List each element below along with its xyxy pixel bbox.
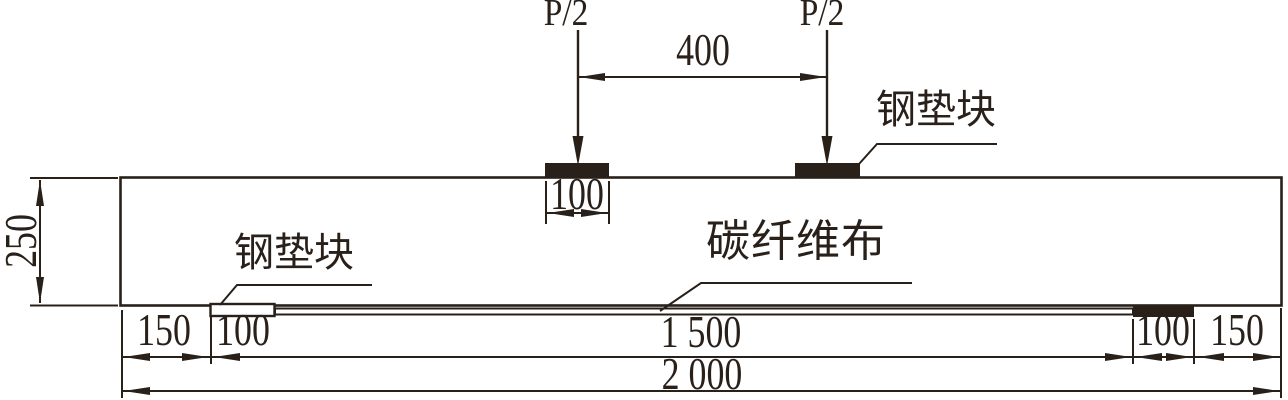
dim-400 <box>578 73 827 81</box>
load-label-right: P/2 <box>799 0 845 34</box>
leader-steel-pad-bottom <box>219 284 372 306</box>
anchor-pad-bottom-left <box>209 302 276 318</box>
dim-100-top <box>545 181 610 224</box>
steel-pad-label-bottom: 钢垫块 <box>234 230 354 275</box>
load-arrow-right <box>821 30 833 166</box>
dim-chain-bottom <box>121 308 1282 398</box>
dim-250 <box>30 177 118 307</box>
dim-label-150-right: 150 <box>1210 304 1264 355</box>
cfrp-sheet-label: 碳纤维布 <box>706 217 886 266</box>
dim-label-250: 250 <box>0 214 46 268</box>
dim-label-400: 400 <box>676 24 730 75</box>
dim-label-100-top: 100 <box>550 168 604 219</box>
steel-pad-label-top: 钢垫块 <box>876 87 996 132</box>
load-arrow-left <box>572 30 584 166</box>
leader-cfrp-sheet <box>659 282 912 312</box>
load-label-left: P/2 <box>543 0 589 34</box>
load-pad-top-right <box>795 163 860 178</box>
leader-steel-pad-top <box>858 143 997 165</box>
load-pad-top-left <box>545 163 609 178</box>
dim-2000 <box>122 387 1281 395</box>
beam-outline <box>119 176 1283 307</box>
dim-label-100-left: 100 <box>216 304 270 355</box>
dim-label-1500: 1 500 <box>660 306 742 357</box>
dim-label-150-left: 150 <box>137 304 191 355</box>
anchor-pad-bottom-right <box>1133 304 1194 317</box>
dim-label-100-right: 100 <box>1136 304 1190 355</box>
dim-label-2000: 2 000 <box>661 348 743 399</box>
